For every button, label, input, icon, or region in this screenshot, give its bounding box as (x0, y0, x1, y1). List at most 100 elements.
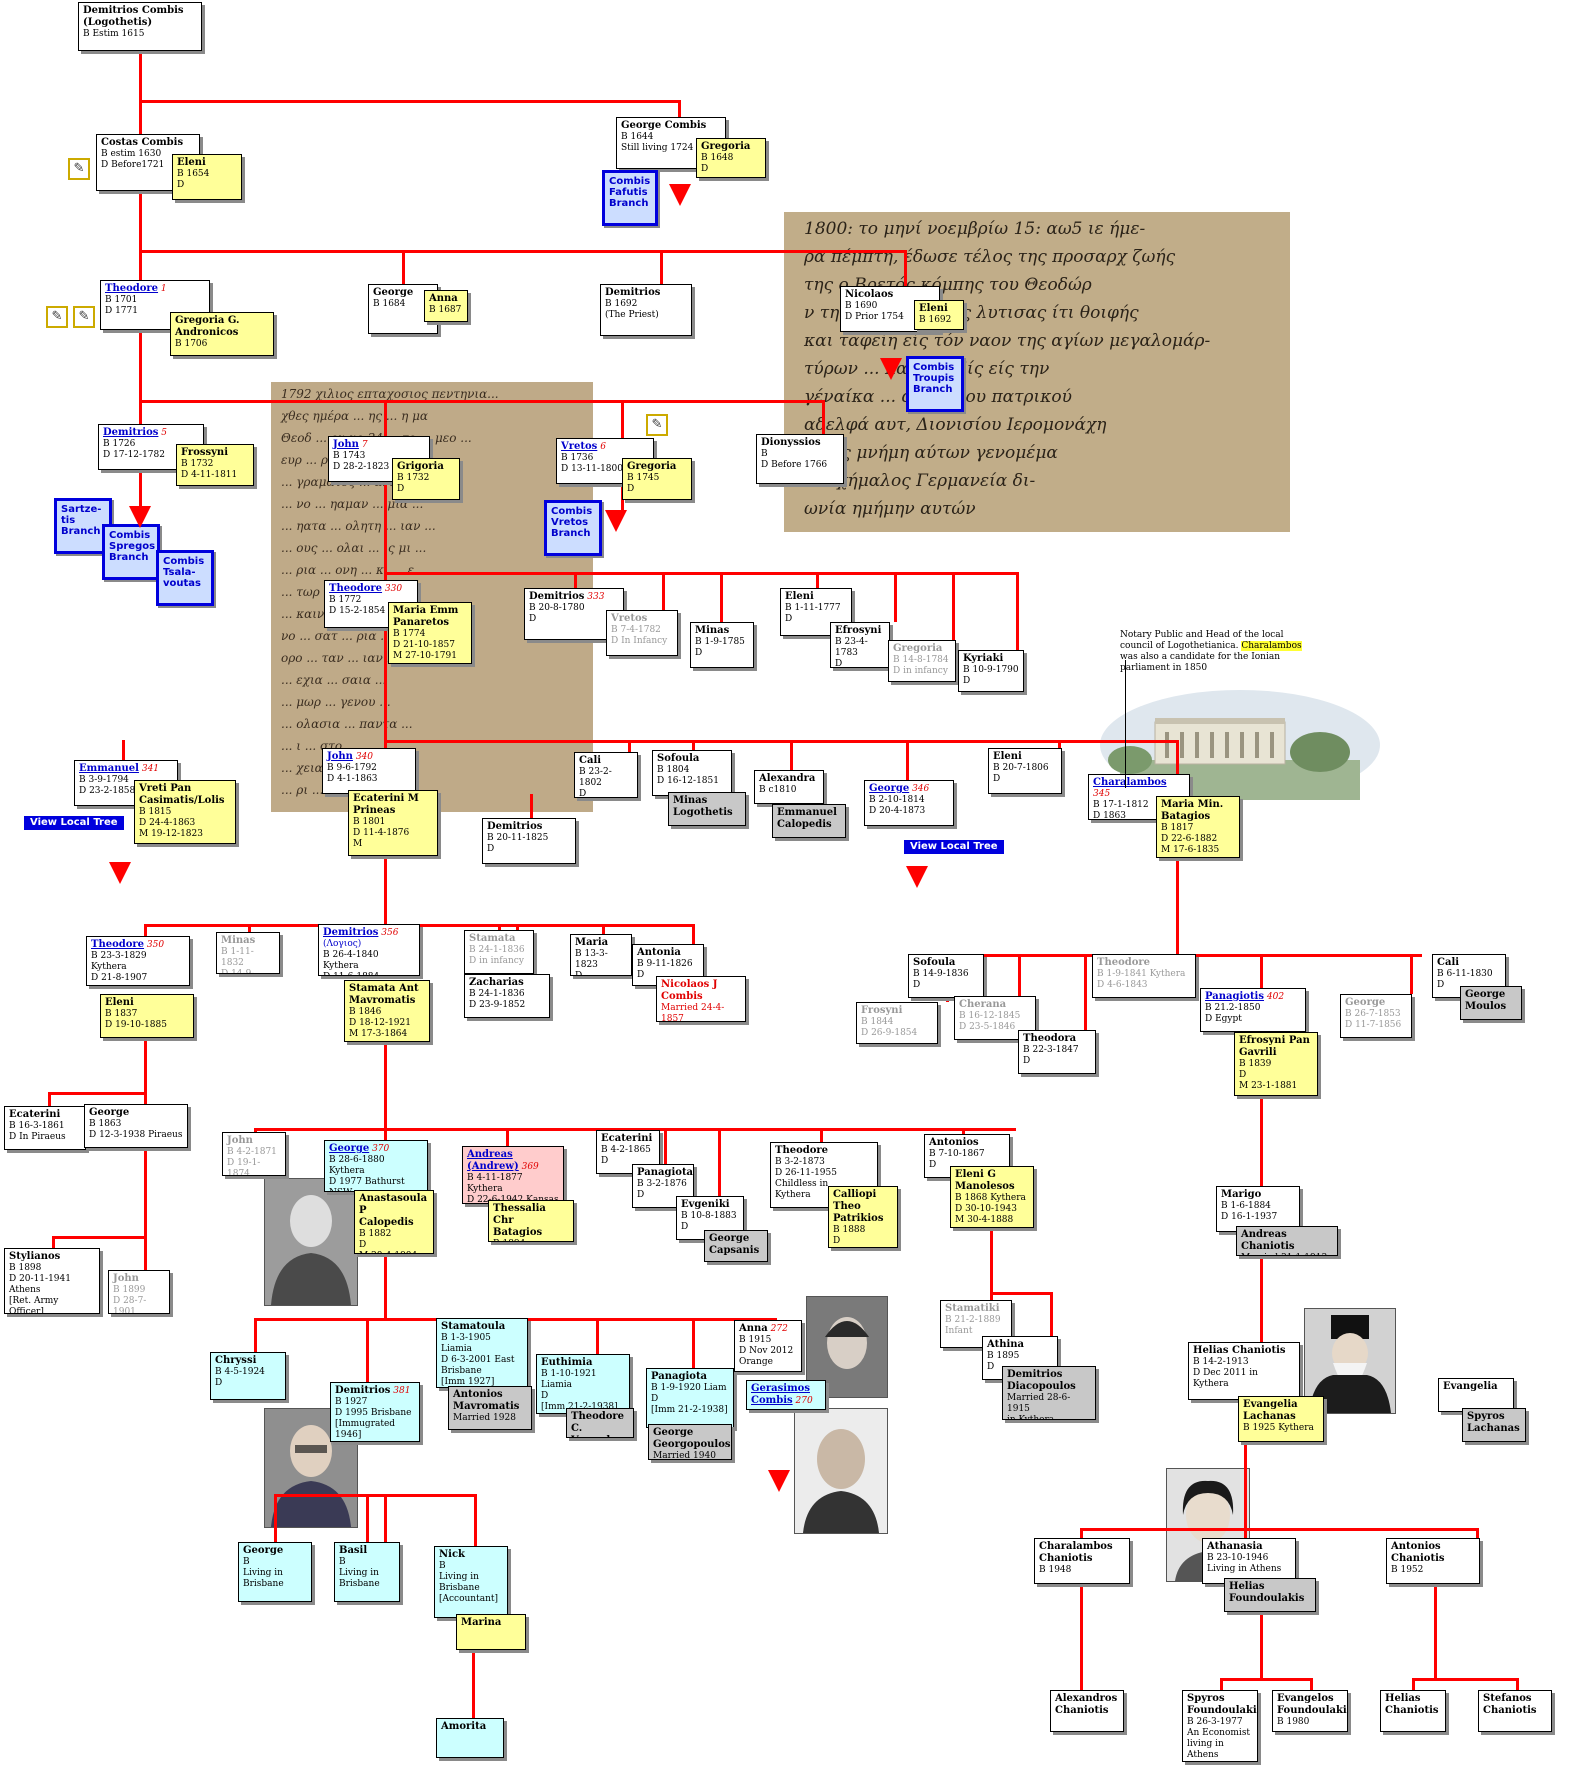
person-details: B 4-5-1924 D (215, 1367, 265, 1388)
person-number: 350 (146, 940, 165, 950)
person-name: Thessalia Chr Batagios (493, 1203, 546, 1238)
down-arrow-icon[interactable] (129, 506, 151, 528)
person-details: B 1927 D 1995 Brisbane [Immugrated 1946] (335, 1397, 412, 1440)
person-details: B 1726 D 17-12-1782 (103, 439, 165, 460)
connector-line (1244, 1400, 1247, 1538)
down-arrow-icon[interactable] (109, 862, 131, 884)
down-arrow-icon[interactable] (906, 866, 928, 888)
person-details: B 1-11-1777 D (785, 603, 841, 624)
person-name[interactable]: Demitrios (103, 427, 159, 438)
connector-line (139, 250, 904, 253)
quill-icon[interactable]: ✎ (46, 306, 68, 328)
person-box-demitrios-356[interactable]: Demitrios 356(Λογιος)B 26-4-1840 Kythera… (318, 924, 420, 976)
connector-line (1260, 1612, 1263, 1678)
person-name[interactable]: Theodore (105, 283, 159, 294)
branch-troupis[interactable]: Combis Troupis Branch (906, 356, 964, 412)
person-name: Minas (695, 625, 730, 636)
person-name[interactable]: George (869, 783, 910, 794)
person-name[interactable]: Demitrios (323, 927, 379, 938)
down-arrow-icon[interactable] (880, 358, 902, 380)
person-details: B 1815 D 24-4-1863 M 19-12-1823 (139, 807, 203, 839)
person-details: Married 1928 (453, 1413, 516, 1423)
person-name[interactable]: John (333, 439, 359, 450)
branch-spregos[interactable]: Combis Spregos Branch (102, 524, 160, 580)
connector-line (621, 400, 624, 438)
person-name[interactable]: Theodore (91, 939, 145, 950)
person-box-marina: Marina (456, 1614, 526, 1650)
view-local-tree-button[interactable]: View Local Tree (904, 840, 1004, 854)
person-details: B 1644 Still living 1724 (621, 132, 694, 153)
quill-icon[interactable]: ✎ (646, 414, 668, 436)
person-name: Chryssi (215, 1355, 257, 1366)
person-name[interactable]: Panagiotis (1205, 991, 1264, 1002)
person-details: B 9-6-1792 D 4-1-1863 (327, 763, 378, 784)
person-details: B 1692 (The Priest) (605, 299, 659, 320)
note-highlight: Charalambos (1241, 641, 1302, 651)
person-number: 7 (361, 440, 368, 450)
connector-line (506, 1128, 509, 1146)
person-name: Helias Chaniotis (1385, 1693, 1439, 1716)
person-details: B 24-1-1836 D 23-9-1852 (469, 989, 526, 1010)
connector-line (692, 924, 695, 944)
person-details: B 1-3-1905 Liamia D 6-3-2001 East Brisba… (441, 1333, 515, 1387)
connector-line (1176, 820, 1179, 954)
person-box-stefanos: Stefanos Chaniotis (1478, 1690, 1552, 1732)
person-name: Frosyni (861, 1005, 903, 1016)
connector-line (1434, 1584, 1437, 1678)
down-arrow-icon[interactable] (768, 1470, 790, 1492)
person-name[interactable]: Charalambos (1093, 777, 1167, 788)
person-name[interactable]: Gerasimos Combis (751, 1383, 810, 1406)
person-name: Kyriaki (963, 653, 1004, 664)
person-name: Spyros Foundoulakis (1187, 1693, 1258, 1716)
person-details: Married 28-6-1915 in Kythera (1007, 1393, 1071, 1420)
person-name[interactable]: John (327, 751, 353, 762)
person-details: B 1654 D (177, 169, 210, 190)
view-local-tree-button[interactable]: View Local Tree (24, 816, 124, 830)
person-name: Theodore C. Venardos (571, 1411, 625, 1437)
branch-fafutis[interactable]: Combis Fafutis Branch (602, 170, 658, 226)
branch-vretos[interactable]: Combis Vretos Branch (544, 500, 602, 556)
person-details: B 14-2-1913 D Dec 2011 in Kythera (1193, 1357, 1258, 1389)
person-details: B 28-6-1880 Kythera D 1977 Bathurst NSW … (329, 1155, 405, 1191)
person-details: B 13-3-1823 D (575, 949, 608, 976)
person-name: Vretos (611, 613, 648, 624)
person-name: George (373, 287, 414, 298)
person-name: Ecaterini (9, 1109, 61, 1120)
down-arrow-icon[interactable] (669, 184, 691, 206)
quill-icon[interactable]: ✎ (68, 158, 90, 180)
person-details: B Living in Brisbane [Accountant] (439, 1561, 499, 1604)
person-name[interactable]: Andreas (Andrew) (467, 1149, 519, 1172)
person-details: B 23-3-1829 Kythera D 21-8-1907 (91, 951, 148, 983)
person-name[interactable]: Vretos (561, 441, 598, 452)
person-box-demitrios-logothetis: Demitrios Combis (Logothetis)B Estim 161… (78, 2, 202, 51)
person-name[interactable]: Emmanuel (79, 763, 139, 774)
connector-line (474, 1494, 477, 1546)
person-details: B 17-1-1812 D 1863 (1093, 800, 1149, 820)
branch-tsalavoutas[interactable]: Combis Tsala- voutas (156, 550, 214, 606)
person-details: B 21-2-1889 Infant (945, 1315, 1001, 1336)
connector-line (144, 924, 147, 936)
person-box-gerasimos-270[interactable]: Gerasimos Combis 270 (746, 1380, 826, 1410)
connector-line (122, 740, 125, 760)
person-name: Eleni (919, 303, 948, 314)
person-details: B 4-2-1865 D (601, 1145, 651, 1166)
down-arrow-icon[interactable] (605, 510, 627, 532)
person-name[interactable]: George (329, 1143, 370, 1154)
quill-icon[interactable]: ✎ (73, 306, 95, 328)
person-name: Ecaterini (601, 1133, 653, 1144)
person-name[interactable]: Theodore (329, 583, 383, 594)
